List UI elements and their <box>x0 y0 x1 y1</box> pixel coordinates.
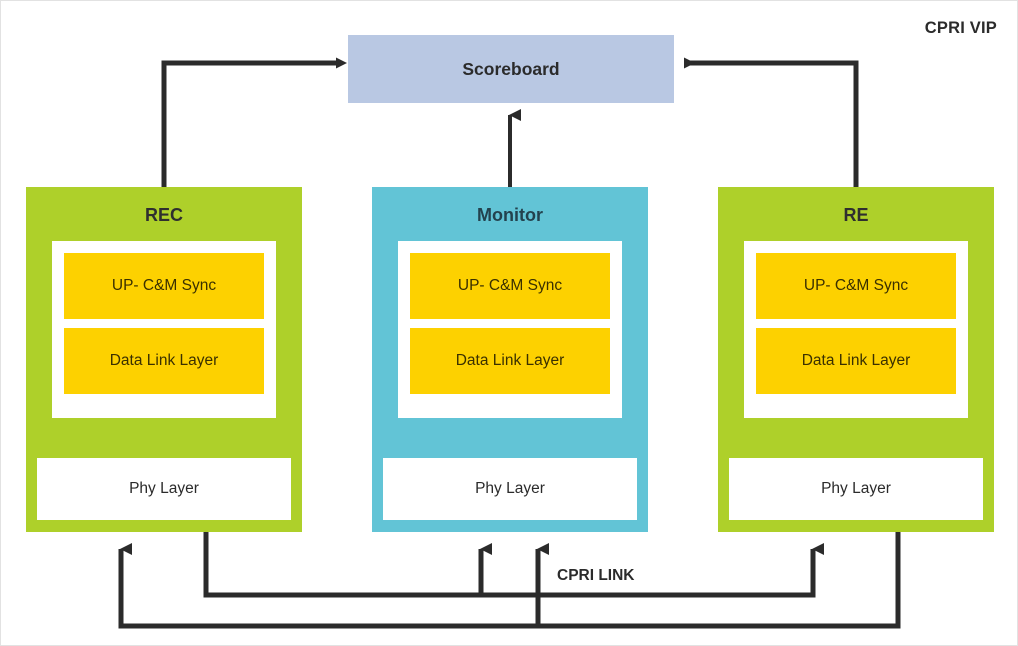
module-rec-stack: UP- C&M Sync Data Link Layer <box>52 241 276 418</box>
layer-label: Data Link Layer <box>109 352 219 369</box>
layer-up-cm-sync[interactable]: UP- C&M Sync <box>64 253 264 319</box>
layer-phy[interactable]: Phy Layer <box>383 458 637 520</box>
layer-up-cm-sync[interactable]: UP- C&M Sync <box>756 253 956 319</box>
layer-data-link[interactable]: Data Link Layer <box>756 328 956 394</box>
wire-rec-to-re-cpri-link <box>203 532 824 598</box>
module-re-title: RE <box>843 205 869 225</box>
layer-label: Phy Layer <box>475 480 545 497</box>
layer-label: UP- C&M Sync <box>803 277 909 294</box>
layer-label: UP- C&M Sync <box>457 277 563 294</box>
module-rec-title: REC <box>144 205 183 225</box>
module-re-stack: UP- C&M Sync Data Link Layer <box>744 241 968 418</box>
page-title: CPRI VIP <box>924 19 997 37</box>
layer-data-link[interactable]: Data Link Layer <box>410 328 610 394</box>
module-re[interactable]: RE UP- C&M Sync Data Link Layer Phy Laye… <box>718 187 994 532</box>
wire-rec-to-scoreboard <box>161 57 347 187</box>
layer-up-cm-sync[interactable]: UP- C&M Sync <box>410 253 610 319</box>
scoreboard-box[interactable]: Scoreboard <box>348 35 674 103</box>
layer-phy[interactable]: Phy Layer <box>729 458 983 520</box>
wire-re-to-scoreboard <box>684 57 859 187</box>
module-rec[interactable]: REC UP- C&M Sync Data Link Layer Phy Lay… <box>26 187 302 532</box>
layer-label: Phy Layer <box>129 480 199 497</box>
wire-re-to-rec-cpri-link <box>118 532 901 629</box>
layer-phy[interactable]: Phy Layer <box>37 458 291 520</box>
module-monitor[interactable]: Monitor UP- C&M Sync Data Link Layer Phy… <box>372 187 648 532</box>
layer-label: UP- C&M Sync <box>111 277 217 294</box>
module-monitor-title: Monitor <box>477 205 543 225</box>
layer-label: Data Link Layer <box>455 352 565 369</box>
layer-label: Phy Layer <box>821 480 891 497</box>
scoreboard-label: Scoreboard <box>462 58 560 79</box>
cpri-link-label: CPRI LINK <box>557 567 635 584</box>
layer-data-link[interactable]: Data Link Layer <box>64 328 264 394</box>
layer-label: Data Link Layer <box>801 352 911 369</box>
module-monitor-stack: UP- C&M Sync Data Link Layer <box>398 241 622 418</box>
